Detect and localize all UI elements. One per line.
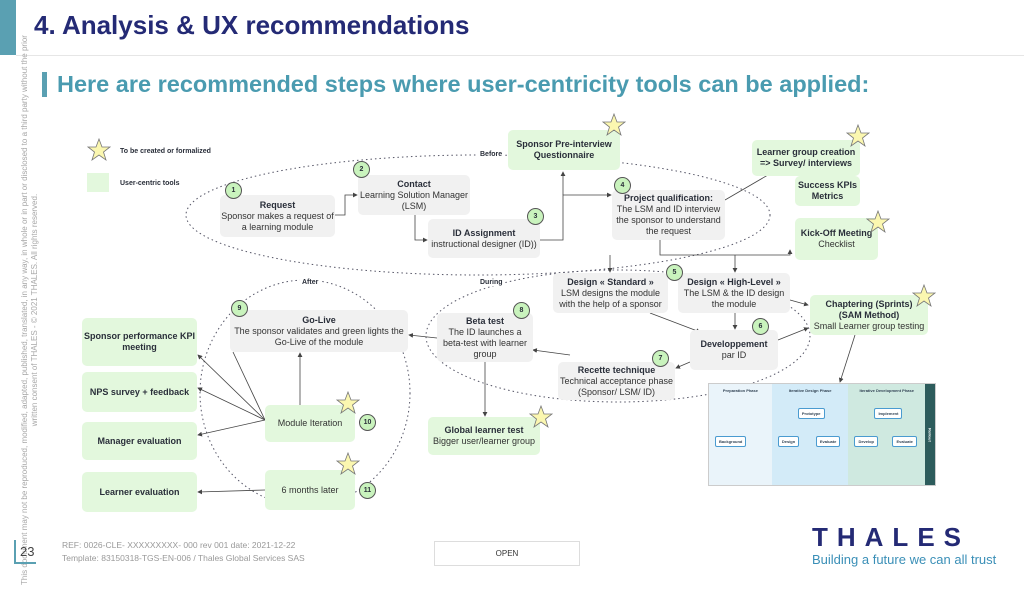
step-badge: 9 — [231, 300, 248, 317]
tool-learner-evaluation: Learner evaluation — [82, 472, 197, 512]
during-ellipse — [425, 269, 811, 403]
classification-label: OPEN — [434, 541, 580, 566]
step-module-iteration: Module Iteration — [265, 405, 355, 442]
phase-during-label: During — [478, 279, 505, 286]
thales-logo: THALES — [812, 522, 970, 552]
phase-before-label: Before — [478, 151, 505, 158]
step-badge: 10 — [359, 414, 376, 431]
star-icon — [912, 284, 936, 308]
tool-sponsor-kpi-meeting: Sponsor performance KPI meeting — [82, 318, 197, 366]
before-ellipse — [185, 154, 771, 276]
step-badge: 5 — [666, 264, 683, 281]
step-6-months-later: 6 months later — [265, 470, 355, 510]
step-badge: 1 — [225, 182, 242, 199]
tagline: Building a future we can all trust — [812, 552, 997, 567]
step-badge: 8 — [513, 302, 530, 319]
subtitle-accent — [42, 72, 47, 97]
page-title: 4. Analysis & UX recommendations — [34, 10, 470, 40]
star-icon — [602, 113, 626, 137]
step-badge: 2 — [353, 161, 370, 178]
tool-nps-survey: NPS survey + feedback — [82, 372, 197, 412]
footer-template: Template: 83150318-TGS-EN-006 / Thales G… — [62, 553, 305, 563]
step-badge: 7 — [652, 350, 669, 367]
sam-rollout: Rollout — [925, 384, 936, 485]
page-number: 23 — [20, 544, 35, 559]
star-icon — [529, 405, 553, 429]
tool-chaptering: Chaptering (Sprints) (SAM Method)Small L… — [810, 295, 928, 335]
star-icon — [87, 138, 111, 162]
step-badge: 11 — [359, 482, 376, 499]
header-divider — [16, 55, 1024, 56]
phase-after-label: After — [300, 279, 321, 286]
diagram-connectors — [185, 154, 856, 507]
legend-star-label: To be created or formalized — [120, 148, 211, 155]
tool-success-kpis: Success KPIs Metrics — [795, 176, 860, 206]
star-icon — [846, 124, 870, 148]
legend-green-label: User-centric tools — [120, 180, 180, 187]
step-badge: 3 — [527, 208, 544, 225]
step-badge: 4 — [614, 177, 631, 194]
step-design-standard: Design « Standard »LSM designs the modul… — [553, 273, 668, 313]
tool-learner-group-creation: Learner group creation => Survey/ interv… — [752, 140, 860, 176]
step-badge: 6 — [752, 318, 769, 335]
footer-ref: REF: 0026-CLE- XXXXXXXXX- 000 rev 001 da… — [62, 540, 296, 550]
tool-sponsor-preinterview: Sponsor Pre-interview Questionnaire — [508, 130, 620, 170]
step-project-qualification: Project qualification:The LSM and ID int… — [612, 190, 725, 240]
header-accent-bar — [0, 0, 16, 55]
star-icon — [866, 210, 890, 234]
step-design-high-level: Design « High-Level »The LSM & the ID de… — [678, 273, 790, 313]
page-number-bracket — [14, 540, 36, 564]
star-icon — [336, 391, 360, 415]
tool-manager-evaluation: Manager evaluation — [82, 422, 197, 460]
star-icon — [336, 452, 360, 476]
subtitle: Here are recommended steps where user-ce… — [57, 71, 870, 97]
legend-green-swatch — [87, 173, 109, 192]
